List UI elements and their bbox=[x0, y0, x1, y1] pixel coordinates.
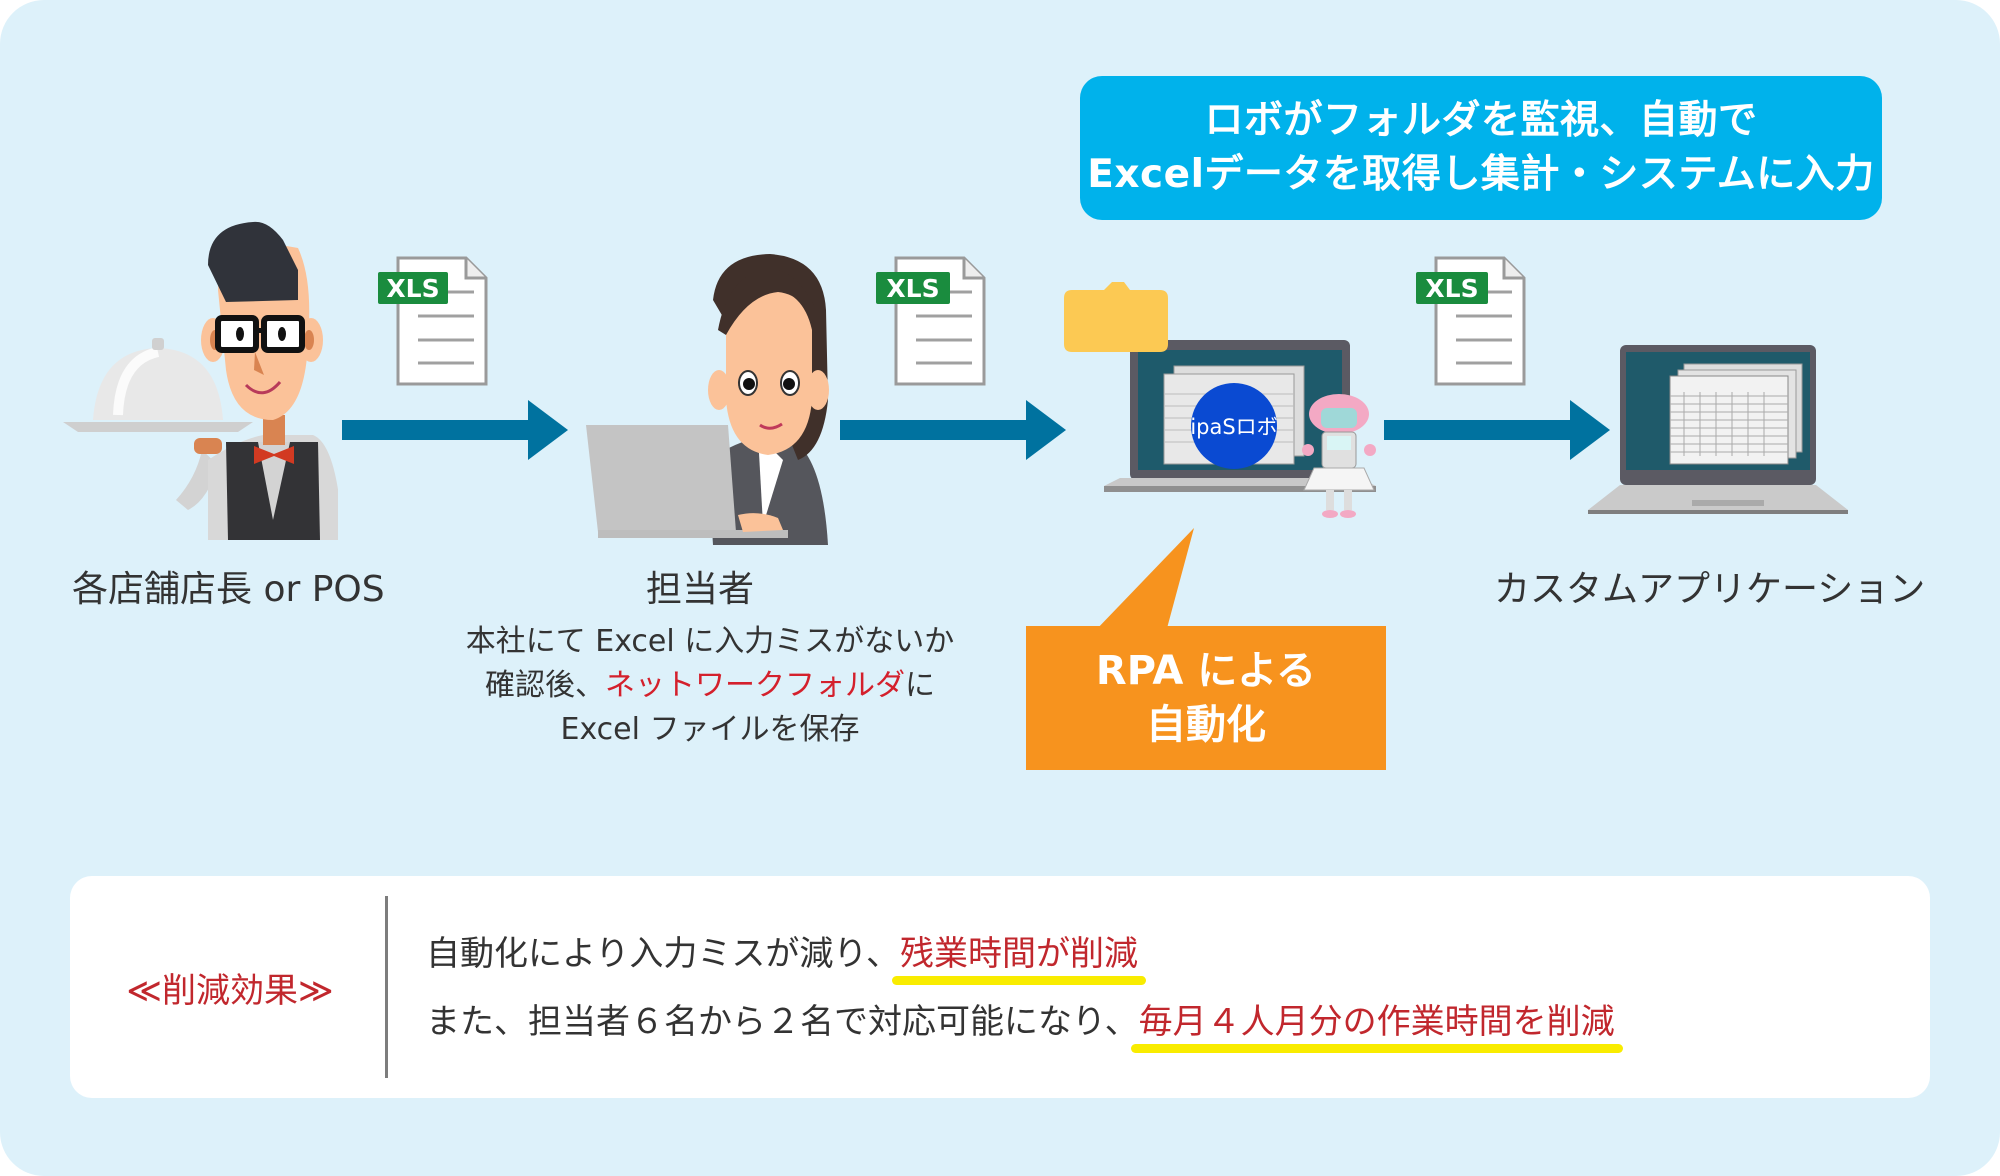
ipas-robo-logo-text: ipaSロボ bbox=[1190, 415, 1277, 439]
panel-divider bbox=[385, 896, 388, 1078]
effect-line-2-highlight: 毎月４人月分の作業時間を削減 bbox=[1130, 994, 1623, 1053]
folder-icon bbox=[1064, 282, 1168, 352]
ipas-robo-logo bbox=[1191, 383, 1277, 469]
waiter-icon bbox=[63, 221, 338, 540]
store-manager-label: 各店舗店長 or POS bbox=[72, 569, 385, 610]
xls-badge: XLS bbox=[886, 274, 939, 303]
effect-line-1-highlight: 残業時間が削減 bbox=[891, 926, 1146, 985]
staff-desc-line2-prefix: 確認後、 bbox=[485, 668, 605, 703]
robot-callout-line2: Excelデータを取得し集計・システムに入力 bbox=[1087, 152, 1875, 197]
robot-icon bbox=[1302, 394, 1376, 518]
rpa-callout-line2: 自動化 bbox=[1146, 702, 1266, 748]
staff-desc-line3: Excel ファイルを保存 bbox=[560, 712, 860, 747]
staff-label: 担当者 bbox=[646, 569, 755, 610]
custom-app-label: カスタムアプリケーション bbox=[1494, 569, 1926, 610]
xls-badge: XLS bbox=[1425, 274, 1478, 303]
effect-line-1-text: 自動化により入力ミスが減り、 bbox=[426, 934, 900, 974]
rpa-callout-line1: RPA による bbox=[1095, 648, 1317, 694]
laptop-spreadsheet-icon bbox=[1588, 345, 1848, 514]
xls-file-icon: XLS bbox=[876, 256, 986, 386]
office-worker-icon bbox=[586, 254, 829, 545]
effect-line-2-text: また、担当者６名から２名で対応可能になり、 bbox=[426, 1002, 1139, 1042]
reduction-effect-panel: ≪削減効果≫ 自動化により入力ミスが減り、残業時間が削減 また、担当者６名から２… bbox=[70, 876, 1930, 1098]
robot-callout-line1: ロボがフォルダを監視、自動で bbox=[1204, 98, 1758, 143]
staff-desc-line1: 本社にて Excel に入力ミスがないか bbox=[465, 624, 955, 659]
rpa-callout-pointer bbox=[1094, 528, 1194, 632]
reduction-effect-tag: ≪削減効果≫ bbox=[126, 970, 334, 1011]
xls-file-icon: XLS bbox=[378, 256, 488, 386]
flow-arrow-3 bbox=[1384, 400, 1610, 460]
rpa-callout: RPA による 自動化 bbox=[1026, 626, 1386, 770]
effect-line-1: 自動化により入力ミスが減り、残業時間が削減 bbox=[426, 926, 1146, 985]
xls-badge: XLS bbox=[386, 274, 439, 303]
effect-line-2: また、担当者６名から２名で対応可能になり、毎月４人月分の作業時間を削減 bbox=[426, 994, 1623, 1053]
xls-file-icon: XLS bbox=[1416, 256, 1526, 386]
flow-arrow-2 bbox=[840, 400, 1066, 460]
staff-desc-line2-suffix: に bbox=[905, 668, 935, 703]
overtime-reduction-text: 残業時間が削減 bbox=[899, 934, 1138, 974]
network-folder-emphasis: ネットワークフォルダ bbox=[605, 668, 905, 703]
staff-desc-line2: 確認後、ネットワークフォルダに bbox=[430, 664, 990, 708]
robot-callout: ロボがフォルダを監視、自動で Excelデータを取得し集計・システムに入力 bbox=[1080, 76, 1882, 220]
flow-arrow-1 bbox=[342, 400, 568, 460]
staff-description: 本社にて Excel に入力ミスがないか 確認後、ネットワークフォルダに Exc… bbox=[430, 620, 990, 752]
monthly-reduction-text: 毎月４人月分の作業時間を削減 bbox=[1138, 1002, 1615, 1042]
